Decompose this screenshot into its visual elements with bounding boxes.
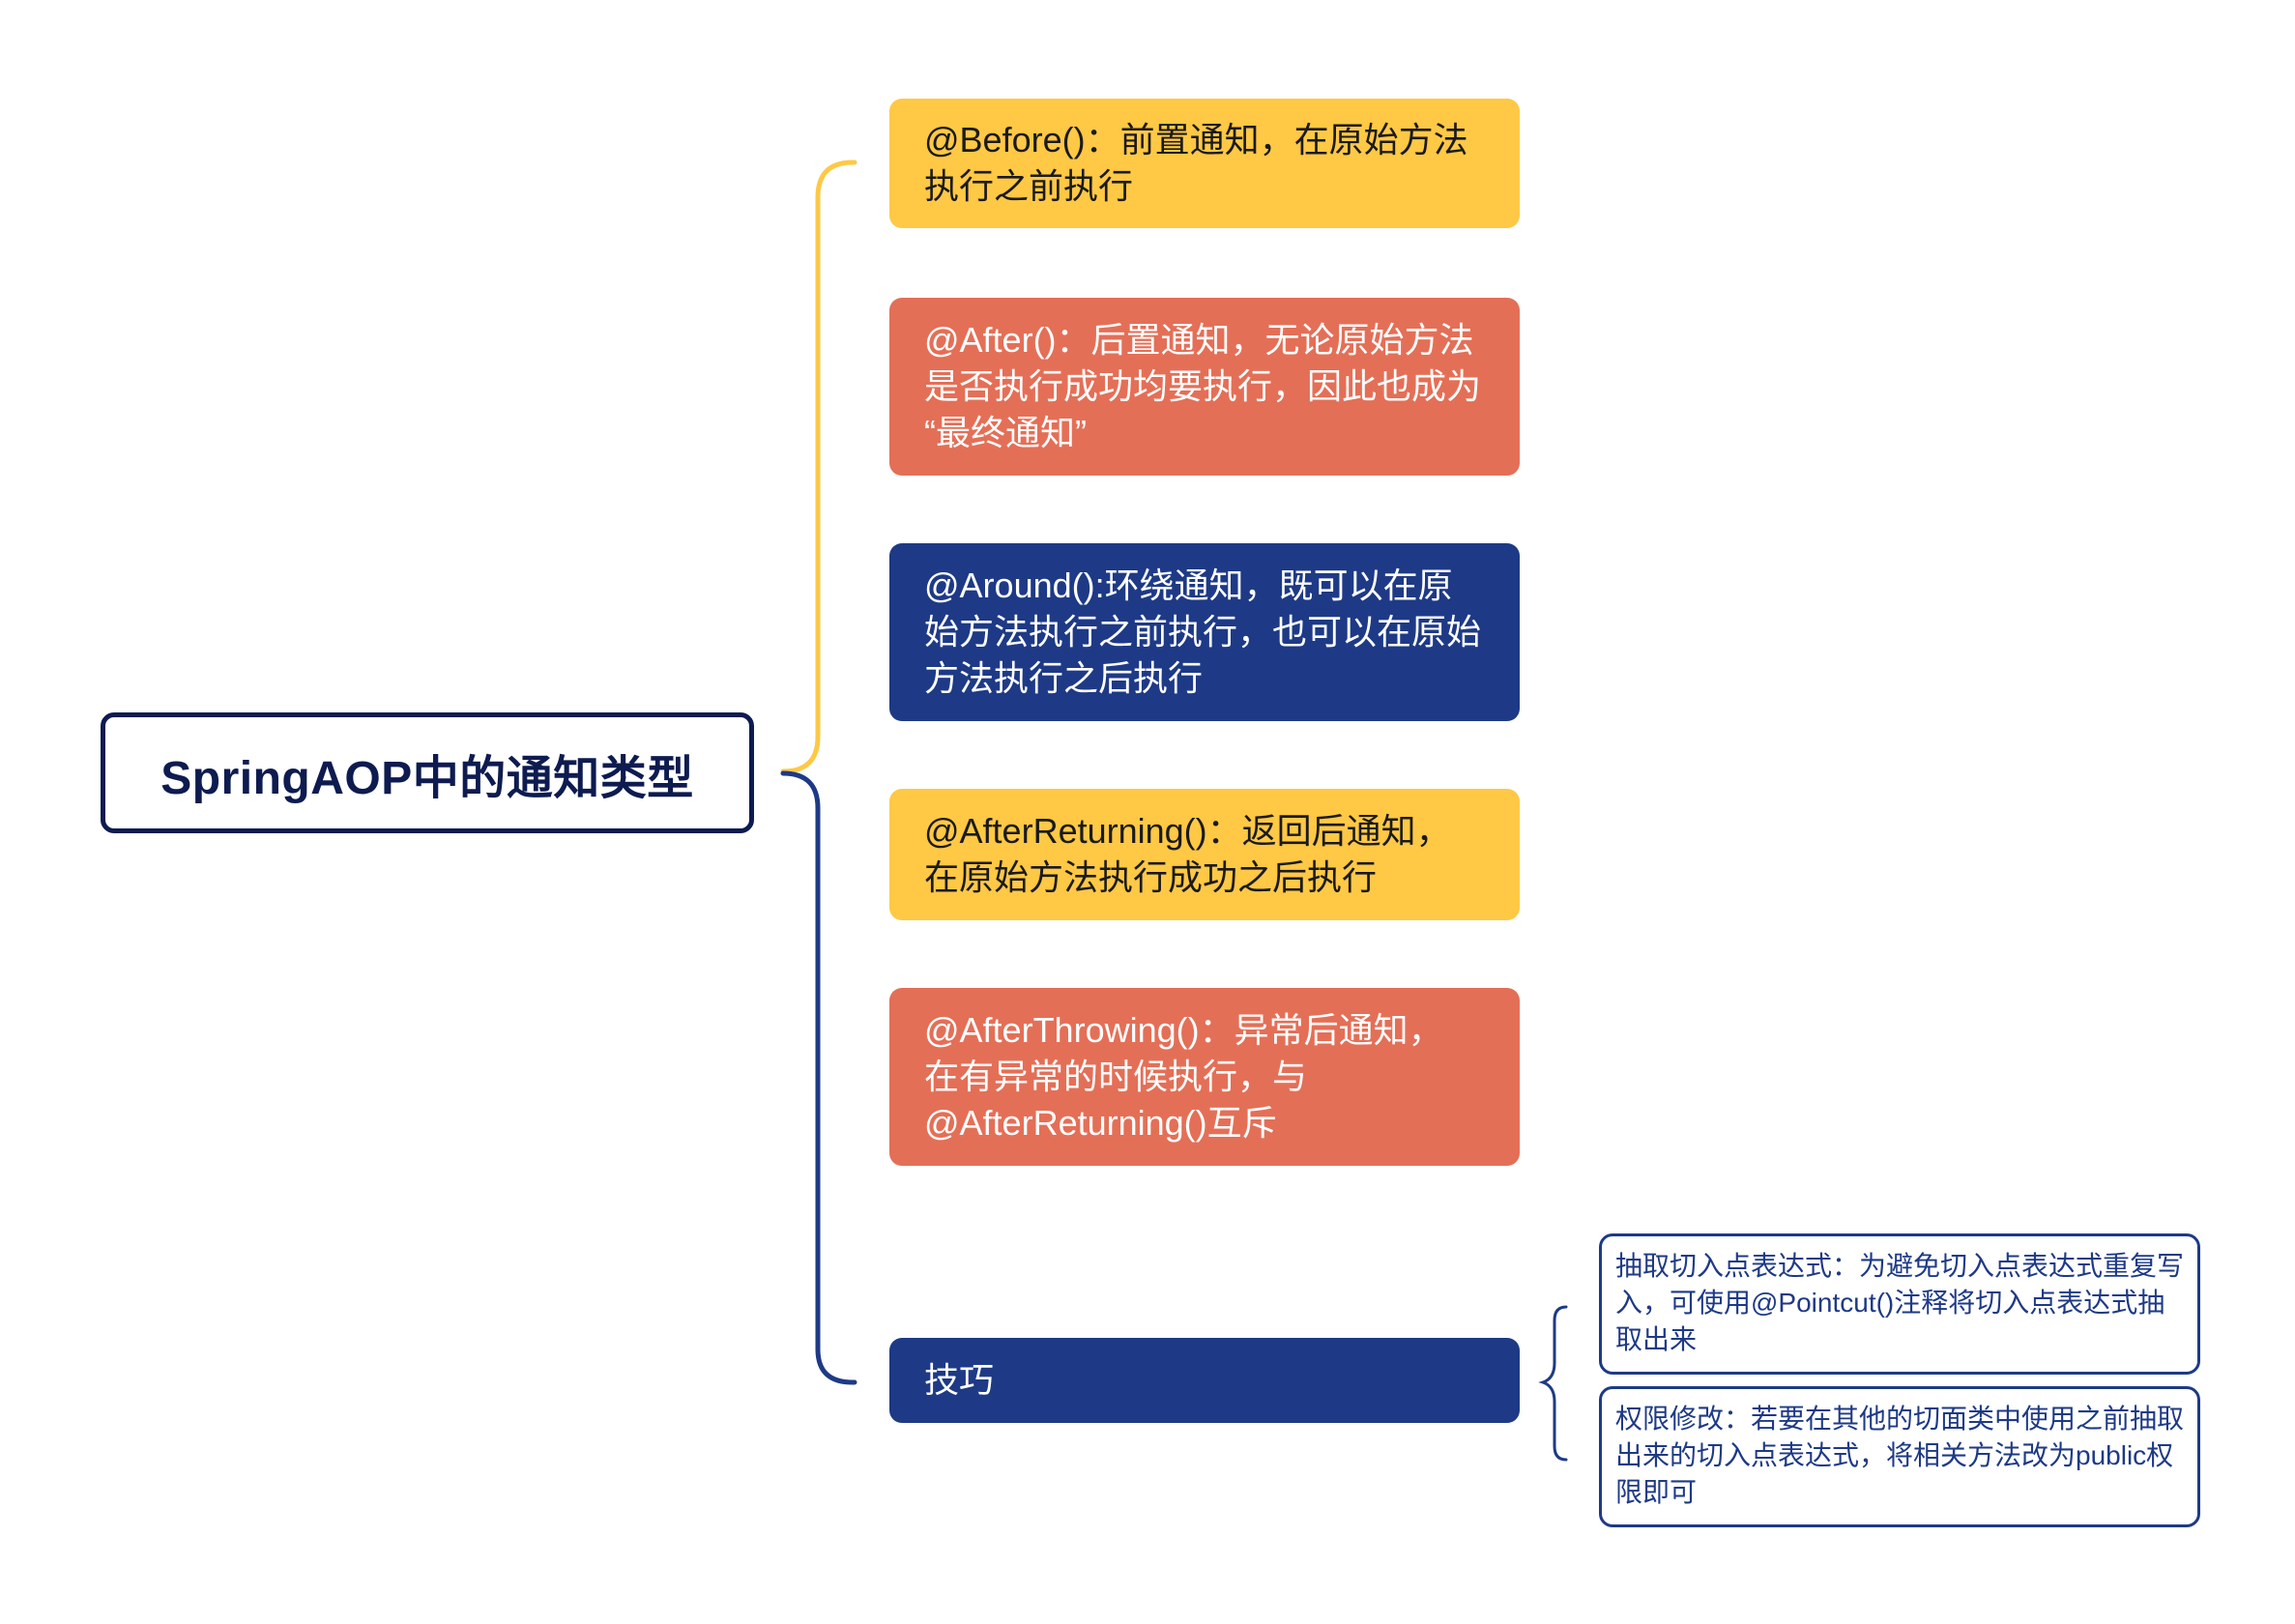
connector-lower: [780, 770, 857, 1385]
branch-tips[interactable]: 技巧: [889, 1338, 1520, 1423]
branch-around-label: @Around():环绕通知，既可以在原 始方法执行之前执行，也可以在原始 方法…: [924, 566, 1482, 698]
root-node[interactable]: SpringAOP中的通知类型: [101, 712, 754, 833]
branch-after[interactable]: @After()：后置通知，无论原始方法 是否执行成功均要执行，因此也成为 “最…: [889, 298, 1520, 476]
branch-after-throwing-label: @AfterThrowing()：异常后通知， 在有异常的时候执行，与 @Aft…: [924, 1010, 1443, 1143]
branch-tips-label: 技巧: [924, 1360, 995, 1400]
branch-after-returning-label: @AfterReturning()：返回后通知， 在原始方法执行成功之后执行: [924, 811, 1451, 897]
branch-before-label: @Before()：前置通知，在原始方法 执行之前执行: [924, 120, 1468, 206]
branch-after-returning[interactable]: @AfterReturning()：返回后通知， 在原始方法执行成功之后执行: [889, 789, 1520, 920]
tips-brace: [1538, 1305, 1568, 1462]
branch-before[interactable]: @Before()：前置通知，在原始方法 执行之前执行: [889, 99, 1520, 228]
root-label: SpringAOP中的通知类型: [160, 752, 694, 804]
connector-upper: [780, 160, 857, 774]
tip-permission-change[interactable]: 权限修改：若要在其他的切面类中使用之前抽取 出来的切入点表达式，将相关方法改为p…: [1599, 1386, 2200, 1527]
branch-around[interactable]: @Around():环绕通知，既可以在原 始方法执行之前执行，也可以在原始 方法…: [889, 543, 1520, 721]
branch-after-throwing[interactable]: @AfterThrowing()：异常后通知， 在有异常的时候执行，与 @Aft…: [889, 988, 1520, 1166]
tip-permission-change-label: 权限修改：若要在其他的切面类中使用之前抽取 出来的切入点表达式，将相关方法改为p…: [1615, 1404, 2185, 1507]
branch-after-label: @After()：后置通知，无论原始方法 是否执行成功均要执行，因此也成为 “最…: [924, 320, 1482, 452]
tip-extract-pointcut-label: 抽取切入点表达式：为避免切入点表达式重复写 入，可使用@Pointcut()注释…: [1615, 1251, 2185, 1354]
tip-extract-pointcut[interactable]: 抽取切入点表达式：为避免切入点表达式重复写 入，可使用@Pointcut()注释…: [1599, 1233, 2200, 1375]
